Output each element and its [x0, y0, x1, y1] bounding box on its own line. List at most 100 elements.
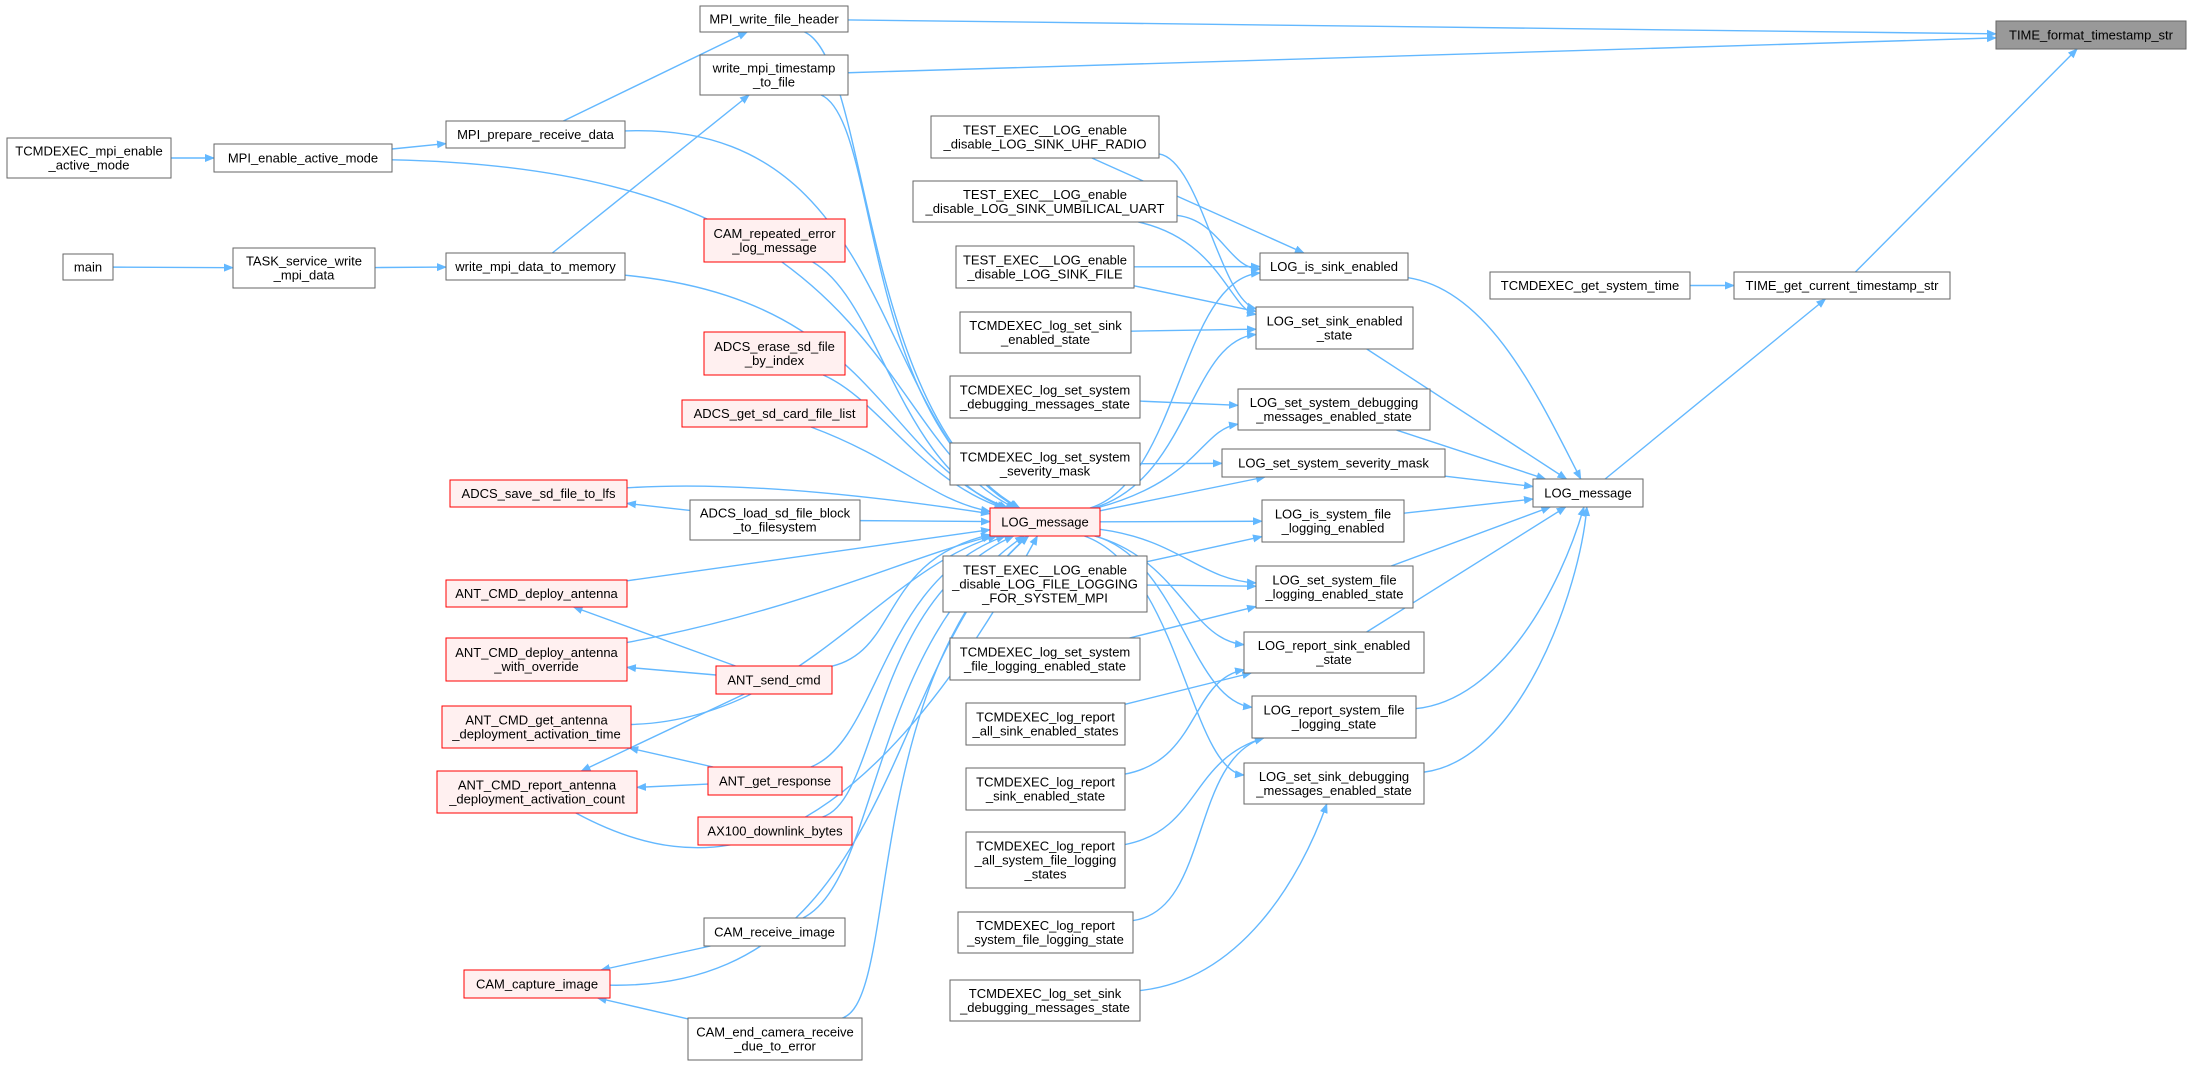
node-box [959, 311, 1132, 354]
node-log-is-sys-file[interactable]: LOG_is_system_file_logging_enabled [1261, 499, 1405, 543]
node-box [965, 831, 1126, 889]
node-write-mpi-data-mem[interactable]: write_mpi_data_to_memory [445, 252, 626, 281]
node-cam-receive-image[interactable]: CAM_receive_image [703, 917, 846, 947]
node-tcm-set-sys-debug[interactable]: TCMDEXEC_log_set_system_debugging_messag… [949, 375, 1141, 419]
call-edge [1124, 671, 1253, 705]
node-ant-send-cmd[interactable]: ANT_send_cmd [715, 665, 833, 695]
node-adcs-load-sd[interactable]: ADCS_load_sd_file_block_to_filesystem [689, 499, 861, 541]
call-edge [1099, 474, 1267, 512]
node-label: TASK_service_write [246, 254, 362, 269]
node-label: LOG_message [1544, 486, 1631, 501]
node-ant-deploy[interactable]: ANT_CMD_deploy_antenna [445, 579, 628, 608]
node-label: CAM_end_camera_receive [696, 1025, 854, 1040]
node-log-set-sys-severity[interactable]: LOG_set_system_severity_mask [1221, 448, 1446, 478]
node-tcm-set-sys-severity[interactable]: TCMDEXEC_log_set_system_severity_mask [949, 442, 1141, 486]
node-tcm-report-all-sink[interactable]: TCMDEXEC_log_report_all_sink_enabled_sta… [965, 702, 1126, 746]
node-adcs-get-sd-list[interactable]: ADCS_get_sd_card_file_list [681, 399, 868, 428]
node-label: _all_sink_enabled_states [972, 724, 1119, 739]
node-box [689, 499, 861, 541]
call-edge [1403, 496, 1534, 514]
node-label: MPI_write_file_header [709, 12, 839, 27]
node-label: CAM_receive_image [714, 925, 835, 940]
call-edge [1094, 535, 1253, 711]
node-box [707, 766, 843, 796]
node-log-message-right[interactable]: LOG_message [1532, 478, 1644, 508]
node-log-report-sink[interactable]: LOG_report_sink_enabled_state [1243, 631, 1425, 674]
node-tcm-report-sys-file[interactable]: TCMDEXEC_log_report_system_file_logging_… [957, 911, 1134, 954]
node-log-set-sink-debug[interactable]: LOG_set_sink_debugging_messages_enabled_… [1243, 762, 1425, 805]
call-edge [1099, 517, 1263, 526]
node-mpi-write-file-header[interactable]: MPI_write_file_header [699, 5, 849, 33]
node-ant-get-activation-time[interactable]: ANT_CMD_get_antenna_deployment_activatio… [441, 705, 632, 749]
node-ax100-downlink[interactable]: AX100_downlink_bytes [697, 816, 853, 846]
node-box [949, 979, 1141, 1022]
node-cam-end-camera[interactable]: CAM_end_camera_receive_due_to_error [687, 1017, 863, 1061]
node-write-mpi-timestamp[interactable]: write_mpi_timestamp_to_file [699, 54, 849, 96]
node-label: _severity_mask [999, 464, 1091, 479]
call-edge [1396, 429, 1547, 480]
node-test-umbilical[interactable]: TEST_EXEC__LOG_enable_disable_LOG_SINK_U… [912, 180, 1178, 223]
node-box [1489, 271, 1691, 300]
node-box [445, 120, 626, 149]
node-label: _logging_enabled_state [1264, 587, 1403, 602]
node-tcm-set-sys-file-logging[interactable]: TCMDEXEC_log_set_system_file_logging_ena… [949, 637, 1141, 681]
node-label: MPI_enable_active_mode [228, 151, 378, 166]
node-log-set-sys-file[interactable]: LOG_set_system_file_logging_enabled_stat… [1255, 565, 1414, 609]
node-ant-report-activation[interactable]: ANT_CMD_report_antenna_deployment_activa… [436, 770, 638, 814]
node-tcm-report-sink[interactable]: TCMDEXEC_log_report_sink_enabled_state [965, 767, 1126, 811]
node-test-file[interactable]: TEST_EXEC__LOG_enable_disable_LOG_SINK_F… [955, 245, 1135, 289]
node-log-is-sink-enabled[interactable]: LOG_is_sink_enabled [1259, 252, 1409, 281]
node-adcs-erase-sd[interactable]: ADCS_erase_sd_file_by_index [703, 331, 846, 376]
node-label: ANT_CMD_get_antenna [465, 713, 608, 728]
node-tcm-report-all-sys-file[interactable]: TCMDEXEC_log_report_all_system_file_logg… [965, 831, 1126, 889]
node-time-get-current[interactable]: TIME_get_current_timestamp_str [1733, 271, 1951, 300]
node-task-service-write[interactable]: TASK_service_write_mpi_data [232, 247, 376, 289]
node-label: _disable_LOG_SINK_UMBILICAL_UART [925, 201, 1165, 216]
node-adcs-save-sd[interactable]: ADCS_save_sd_file_to_lfs [449, 479, 628, 508]
node-cam-capture-image[interactable]: CAM_capture_image [463, 969, 611, 999]
node-label: ADCS_save_sd_file_to_lfs [462, 486, 616, 501]
node-box [965, 767, 1126, 811]
node-test-uhf[interactable]: TEST_EXEC__LOG_enable_disable_LOG_SINK_U… [930, 115, 1160, 159]
call-edge [1138, 221, 1257, 317]
node-tcm-mpi-enable[interactable]: TCMDEXEC_mpi_enable_active_mode [6, 137, 172, 179]
node-box [463, 969, 611, 999]
node-box [681, 399, 868, 428]
node-label: _active_mode [48, 158, 130, 173]
call-edge [636, 782, 709, 791]
call-edge [1130, 325, 1257, 334]
node-label: _all_system_file_logging [974, 853, 1117, 868]
node-log-message-left[interactable]: LOG_message [989, 507, 1101, 537]
node-box [1237, 388, 1431, 431]
node-test-file-logging-mpi[interactable]: TEST_EXEC__LOG_enable_disable_LOG_FILE_L… [942, 555, 1148, 613]
node-time-format[interactable]: TIME_format_timestamp_str [1995, 20, 2187, 50]
node-log-set-sink-enabled[interactable]: LOG_set_sink_enabled_state [1255, 306, 1414, 350]
node-main[interactable]: main [62, 253, 114, 281]
node-box [703, 331, 846, 376]
call-edge [1390, 506, 1552, 567]
node-mpi-prepare-receive[interactable]: MPI_prepare_receive_data [445, 120, 626, 149]
node-box [965, 702, 1126, 746]
node-label: _logging_enabled [1281, 521, 1385, 536]
node-box [942, 555, 1148, 613]
node-label: TCMDEXEC_log_set_sink [969, 318, 1122, 333]
node-label: TCMDEXEC_log_set_system [960, 450, 1131, 465]
node-cam-repeated-error[interactable]: CAM_repeated_error_log_message [703, 218, 846, 263]
node-log-set-sys-debug[interactable]: LOG_set_system_debugging_messages_enable… [1237, 388, 1431, 431]
call-edge [580, 693, 745, 772]
node-box [232, 247, 376, 289]
node-label: _enabled_state [1000, 332, 1090, 347]
node-label: write_mpi_timestamp [712, 61, 836, 76]
node-mpi-enable-active[interactable]: MPI_enable_active_mode [213, 143, 393, 173]
node-label: _states [1024, 867, 1067, 882]
node-box [1243, 762, 1425, 805]
node-tcm-get-system-time[interactable]: TCMDEXEC_get_system_time [1489, 271, 1691, 300]
node-tcm-set-sink-enabled[interactable]: TCMDEXEC_log_set_sink_enabled_state [959, 311, 1132, 354]
node-box [1255, 565, 1414, 609]
node-log-report-sys-file[interactable]: LOG_report_system_file_logging_state [1251, 695, 1417, 739]
node-ant-deploy-override[interactable]: ANT_CMD_deploy_antenna_with_override [445, 637, 628, 682]
node-ant-get-response[interactable]: ANT_get_response [707, 766, 843, 796]
node-tcm-set-sink-debug[interactable]: TCMDEXEC_log_set_sink_debugging_messages… [949, 979, 1141, 1022]
node-label: TCMDEXEC_log_set_system [960, 645, 1131, 660]
node-box [1243, 631, 1425, 674]
